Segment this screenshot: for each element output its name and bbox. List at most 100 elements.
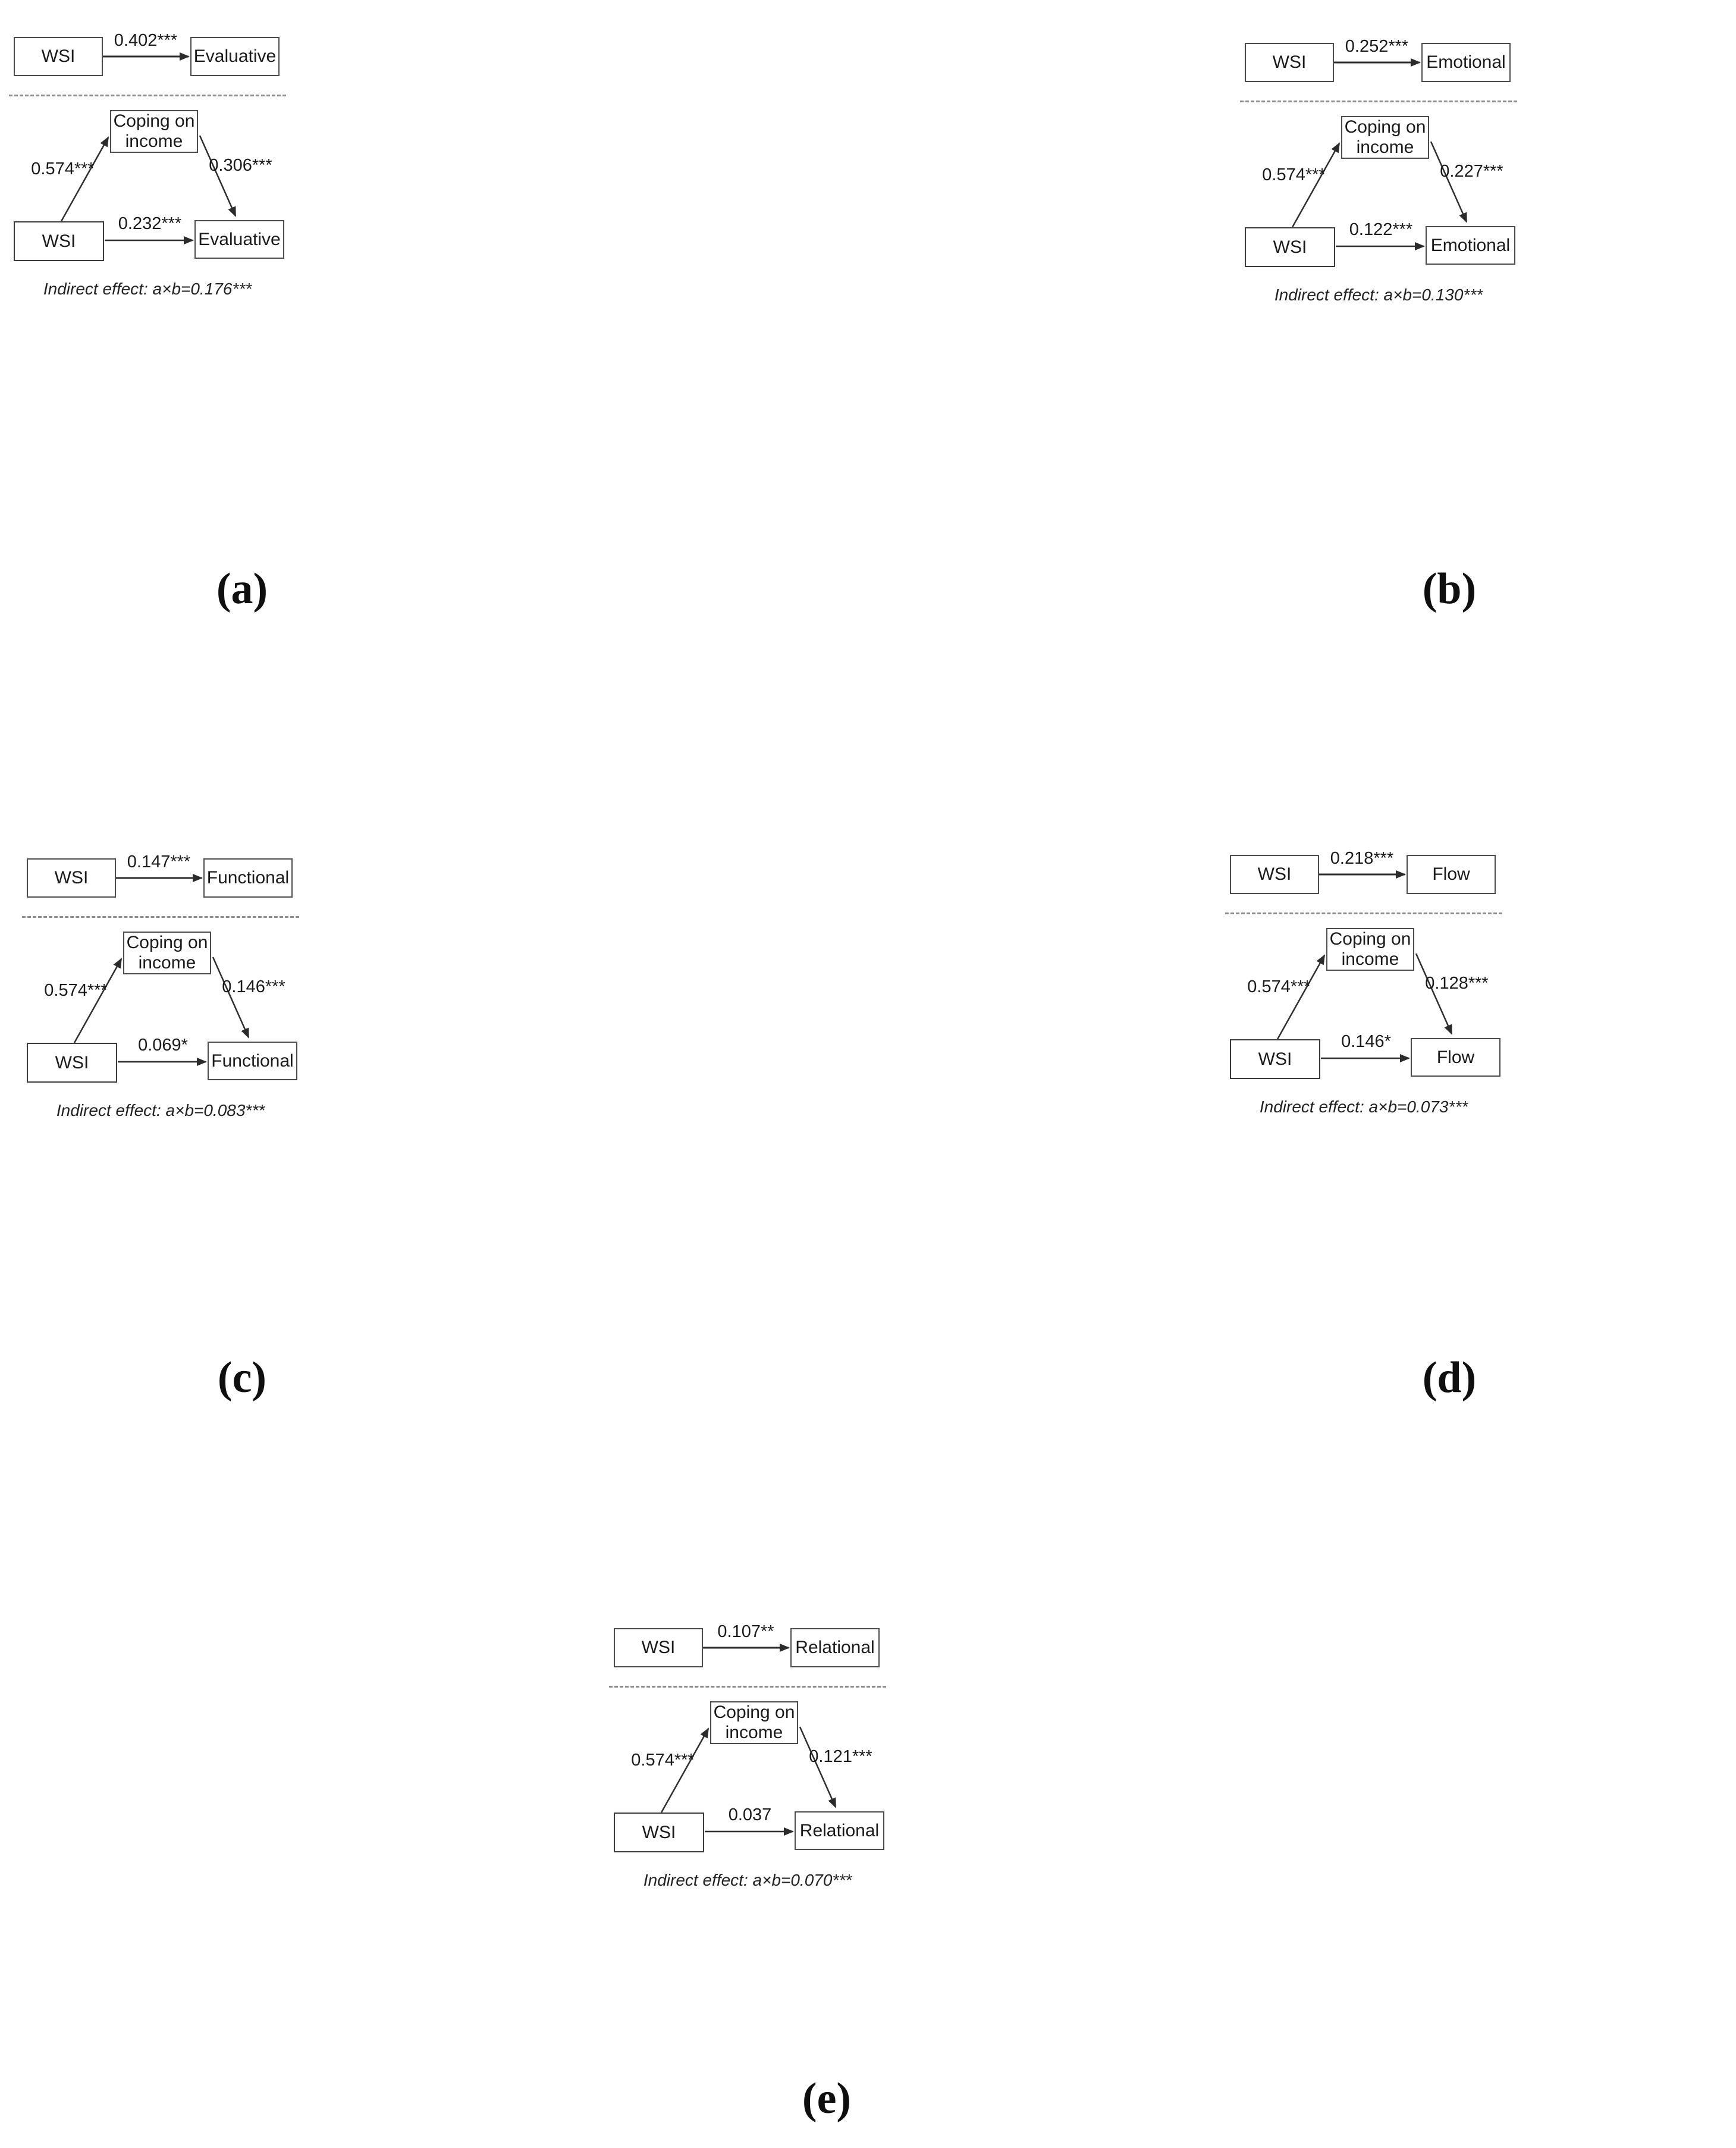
direct-effect-label: 0.122*** — [1349, 220, 1413, 239]
outcome-label: Relational — [799, 1820, 880, 1840]
a-path-arrow — [1291, 142, 1341, 228]
dashed-divider — [9, 95, 286, 96]
b-path-arrow — [799, 1726, 837, 1808]
dashed-divider — [1225, 912, 1502, 914]
panel-caption-b: (b) — [1422, 565, 1477, 613]
direct-effect-label: 0.232*** — [118, 214, 182, 233]
mediator-label-line2: income — [725, 1723, 783, 1742]
indirect-effect-text: Indirect effect: a×b=0.130*** — [1274, 286, 1483, 304]
outcome-box-total: Evaluative — [190, 37, 280, 76]
mediator-box: Coping on income — [110, 110, 198, 153]
outcome-box-mediation: Relational — [795, 1811, 884, 1850]
mediator-box: Coping on income — [123, 932, 211, 974]
mediator-label-line1: Coping on — [126, 933, 208, 953]
predictor-label: WSI — [1258, 1049, 1292, 1069]
predictor-box-mediation: WSI — [614, 1813, 704, 1852]
mediator-box: Coping on income — [710, 1701, 798, 1744]
outcome-label: Evaluative — [198, 229, 281, 249]
predictor-box-mediation: WSI — [27, 1043, 117, 1083]
outcome-label: Functional — [206, 868, 290, 888]
panel-caption-c: (c) — [217, 1353, 267, 1402]
a-path-arrow — [60, 136, 109, 222]
a-path-label: 0.574*** — [44, 981, 108, 1000]
a-path-arrow — [660, 1727, 710, 1813]
panel-caption-a: (a) — [216, 565, 268, 613]
mediator-label-line2: income — [1356, 137, 1414, 157]
panel-c-connectors — [73, 874, 250, 1066]
outcome-box-total: Relational — [790, 1628, 880, 1667]
b-path-arrow — [199, 135, 237, 217]
predictor-label: WSI — [641, 1638, 676, 1658]
predictor-label: WSI — [55, 1052, 89, 1073]
indirect-effect-text: Indirect effect: a×b=0.176*** — [43, 280, 252, 298]
b-path-label: 0.146*** — [222, 977, 285, 996]
indirect-effect-text: Indirect effect: a×b=0.070*** — [643, 1871, 852, 1889]
mediator-label-line1: Coping on — [1329, 929, 1411, 949]
mediator-label-line2: income — [125, 131, 183, 151]
total-effect-label: 0.107** — [717, 1622, 774, 1641]
outcome-label: Flow — [1436, 1047, 1475, 1067]
outcome-box-mediation: Flow — [1411, 1038, 1500, 1077]
predictor-label: WSI — [42, 231, 76, 251]
b-path-arrow — [1430, 141, 1468, 223]
b-path-label: 0.128*** — [1425, 974, 1489, 993]
panel-caption-e: (e) — [802, 2074, 852, 2123]
predictor-box-total: WSI — [614, 1628, 703, 1667]
a-path-label: 0.574*** — [1247, 977, 1311, 996]
mediation-panel-e: WSI 0.107** Relational Coping on income … — [609, 1621, 886, 1890]
outcome-box-mediation: Functional — [208, 1042, 297, 1080]
panel-d-connectors — [1276, 870, 1453, 1062]
b-path-arrow — [212, 957, 250, 1039]
predictor-label: WSI — [642, 1822, 676, 1842]
predictor-box-mediation: WSI — [14, 221, 104, 261]
predictor-box-total: WSI — [1245, 43, 1334, 82]
mediator-label-line2: income — [1341, 949, 1399, 969]
mediation-panel-d: WSI 0.218*** Flow Coping on income 0.574… — [1225, 848, 1502, 1117]
a-path-arrow — [73, 958, 123, 1043]
predictor-box-total: WSI — [14, 37, 103, 76]
panel-a-connectors — [60, 52, 237, 244]
outcome-box-mediation: Evaluative — [194, 220, 284, 259]
mediator-label-line1: Coping on — [1344, 117, 1426, 137]
predictor-label: WSI — [54, 868, 89, 888]
a-path-label: 0.574*** — [31, 159, 95, 178]
outcome-box-total: Functional — [203, 858, 293, 898]
predictor-label: WSI — [1273, 237, 1307, 257]
predictor-label: WSI — [1272, 52, 1307, 73]
dashed-divider — [609, 1686, 886, 1688]
b-path-label: 0.227*** — [1440, 162, 1503, 181]
predictor-box-mediation: WSI — [1230, 1039, 1320, 1079]
total-effect-label: 0.147*** — [127, 852, 191, 871]
direct-effect-label: 0.037 — [728, 1805, 772, 1824]
total-effect-label: 0.402*** — [114, 31, 178, 50]
predictor-label: WSI — [1257, 864, 1292, 885]
outcome-box-total: Emotional — [1421, 43, 1511, 82]
mediator-label-line2: income — [138, 953, 196, 973]
panel-caption-d: (d) — [1422, 1353, 1477, 1402]
a-path-label: 0.574*** — [1262, 165, 1326, 184]
predictor-box-mediation: WSI — [1245, 227, 1335, 267]
mediator-box: Coping on income — [1326, 928, 1414, 971]
mediator-box: Coping on income — [1341, 116, 1429, 159]
indirect-effect-text: Indirect effect: a×b=0.083*** — [56, 1101, 265, 1120]
outcome-label: Relational — [795, 1638, 875, 1658]
mediator-label-line1: Coping on — [113, 111, 195, 131]
mediation-panel-c: WSI 0.147*** Functional Coping on income… — [22, 851, 299, 1120]
panel-e-connectors — [660, 1644, 837, 1836]
dashed-divider — [1240, 101, 1517, 102]
panel-b-connectors — [1291, 58, 1468, 250]
mediation-panel-a: WSI 0.402*** Evaluative Coping on income… — [9, 30, 286, 299]
b-path-label: 0.306*** — [209, 156, 272, 175]
total-effect-label: 0.252*** — [1345, 37, 1409, 56]
outcome-box-mediation: Emotional — [1426, 226, 1515, 265]
direct-effect-label: 0.069* — [138, 1036, 188, 1055]
outcome-label: Emotional — [1430, 235, 1511, 255]
outcome-label: Emotional — [1426, 52, 1506, 73]
a-path-arrow — [1276, 954, 1326, 1040]
outcome-label: Functional — [211, 1051, 294, 1071]
total-effect-label: 0.218*** — [1330, 849, 1394, 868]
predictor-label: WSI — [41, 46, 76, 67]
b-path-label: 0.121*** — [809, 1747, 872, 1766]
a-path-label: 0.574*** — [631, 1751, 695, 1770]
